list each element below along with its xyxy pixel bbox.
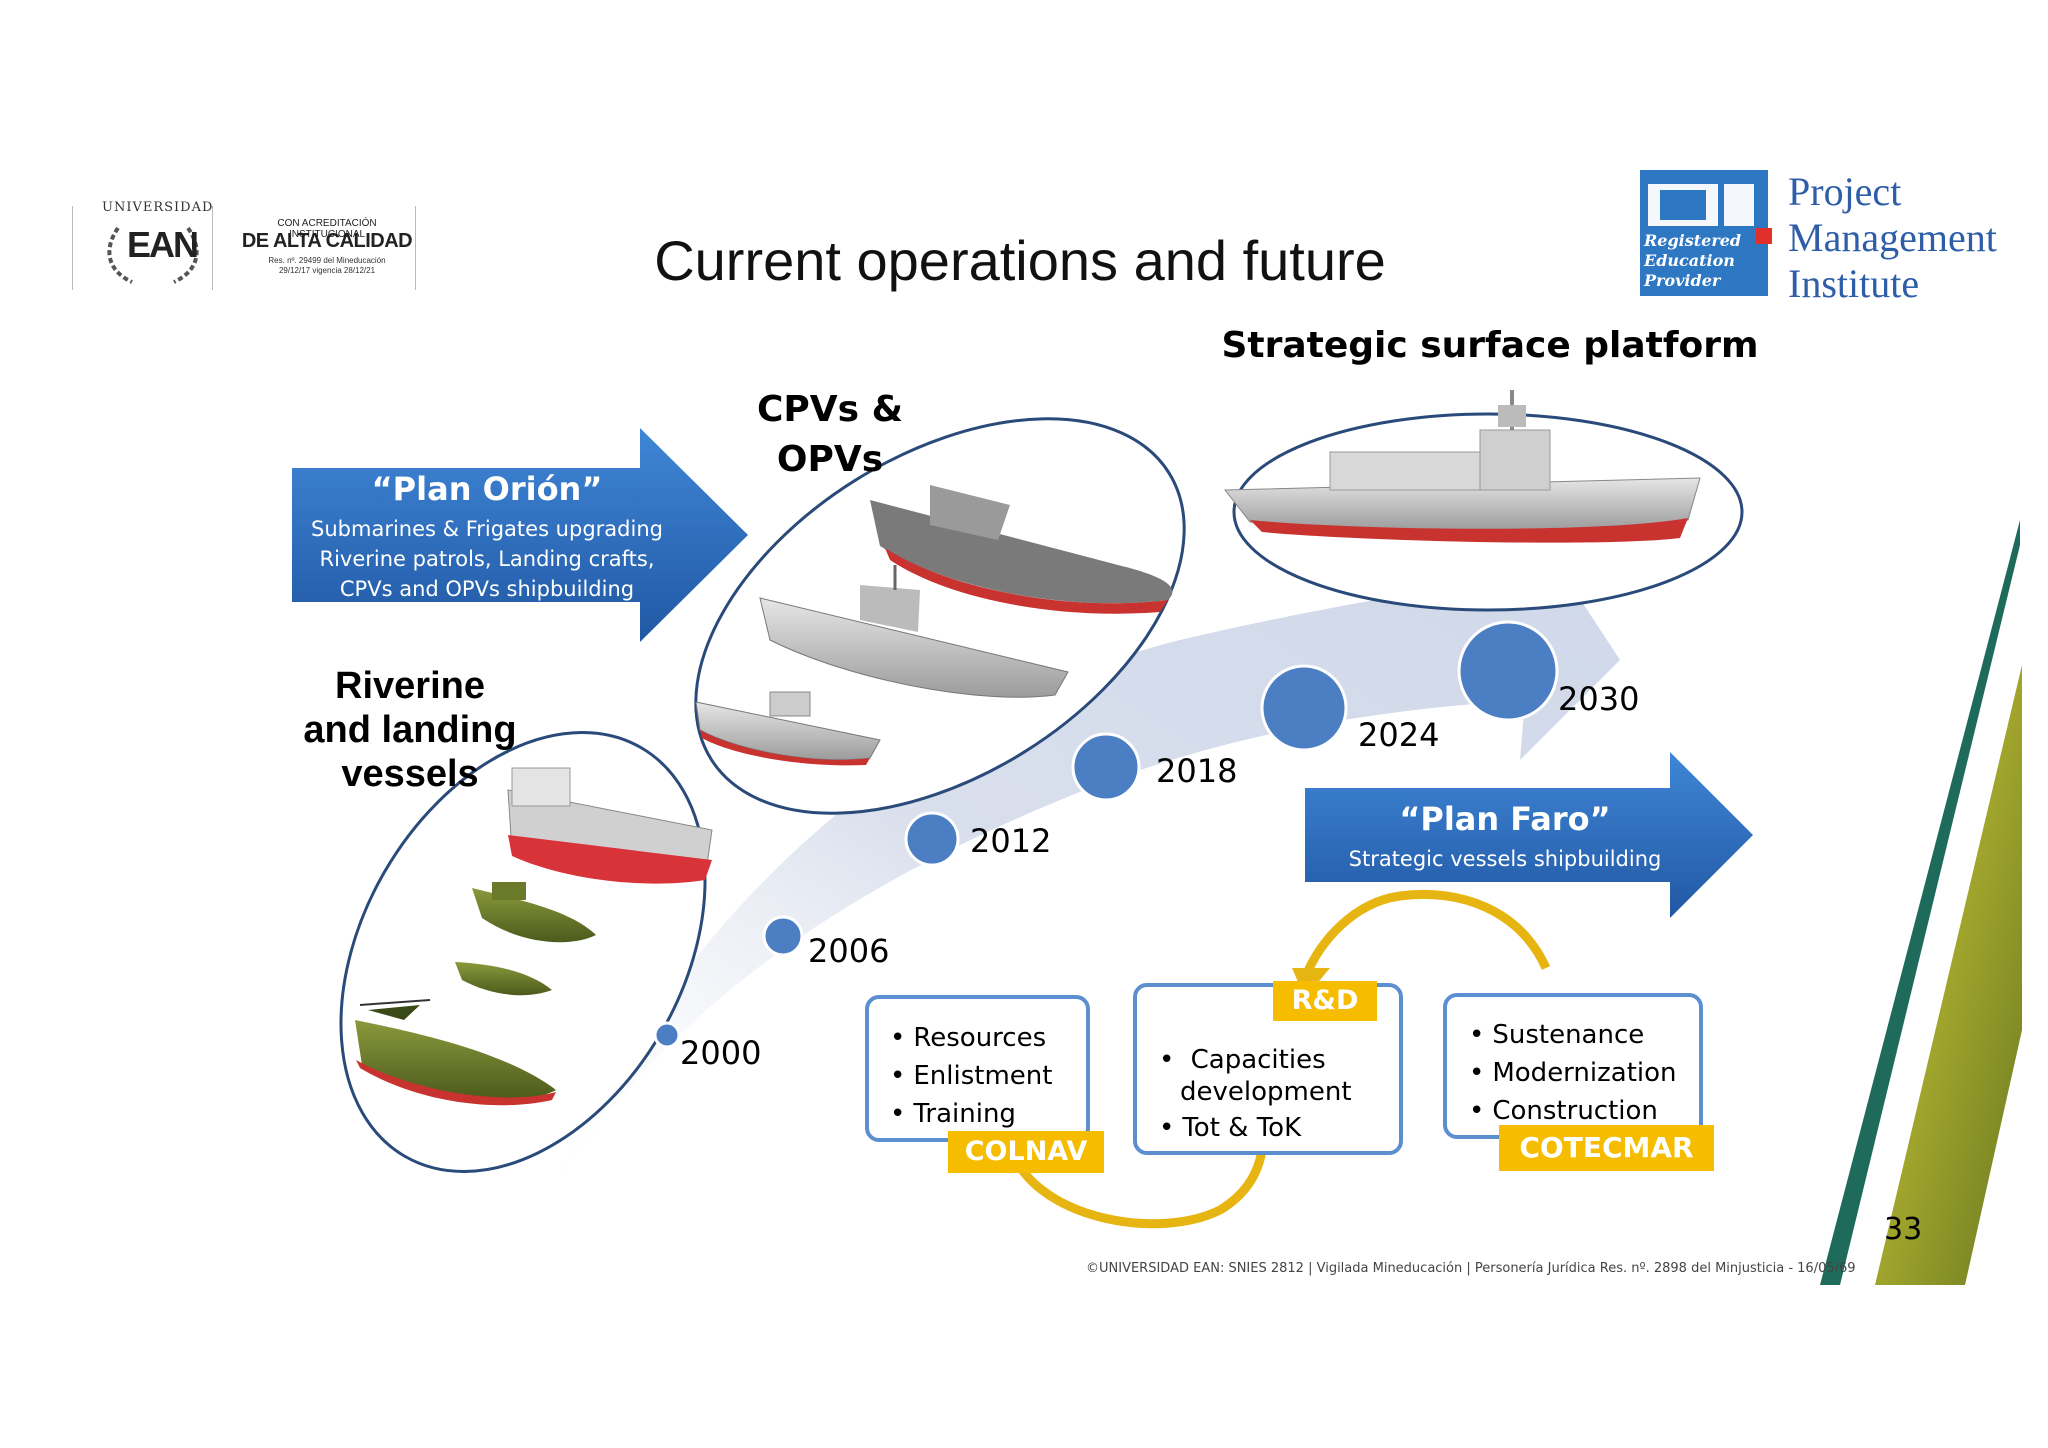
decorative-stripe-light [1848, 575, 2020, 1285]
plan-faro-text: “Plan Faro” Strategic vessels shipbuildi… [1310, 800, 1700, 874]
timeline-year-label: 2018 [1156, 752, 1238, 790]
timeline-dot-2006 [762, 915, 804, 957]
accreditation-line-3: Res. nº. 29499 del Mineducación [268, 256, 386, 265]
rd-item-line-2: development [1180, 1077, 1352, 1107]
list-item: Training [890, 1095, 1052, 1133]
riverine-line-3: vessels [341, 753, 479, 795]
ean-universidad-text: UNIVERSIDAD [102, 200, 214, 215]
top-cycle-arrow [1300, 889, 1551, 980]
logo-divider [72, 206, 73, 290]
laurel-wreath-icon [107, 226, 199, 284]
colnav-list: Resources Enlistment Training [890, 1019, 1052, 1133]
riverine-vessels-title: Riverine and landing vessels [290, 664, 530, 796]
cpvs-opvs-line-1: CPVs & [756, 389, 904, 430]
timeline-year-label: 2012 [970, 822, 1052, 860]
footer-copyright: ©UNIVERSIDAD EAN: SNIES 2812 | Vigilada … [1086, 1261, 1856, 1276]
decorative-texture [1875, 665, 2022, 1285]
logo-divider [415, 206, 416, 290]
riverine-line-1: Riverine [335, 665, 485, 707]
pmi-name-line-3: Institute [1788, 261, 1920, 306]
timeline-sweep-arrow [548, 530, 1620, 1195]
decorative-stripe-dark [1820, 520, 2020, 1285]
pmi-name-line-1: Project [1788, 169, 1902, 214]
ean-wordmark: EAN [126, 224, 199, 265]
timeline-year-label: 2024 [1358, 716, 1440, 754]
plan-orion-title: “Plan Orión” [371, 470, 603, 508]
rd-item-line-1: Capacities [1190, 1045, 1326, 1075]
cpvs-opvs-title: CPVs & OPVs [720, 385, 940, 485]
list-item: Capacities development [1159, 1044, 1352, 1108]
timeline-dot-2024 [1260, 664, 1348, 752]
strategic-platform-illustration [1223, 390, 1744, 612]
plan-orion-text: “Plan Orión” Submarines & Frigates upgra… [292, 470, 682, 604]
accreditation-line-1: CON ACREDITACIÓN INSTITUCIONAL [277, 218, 377, 240]
accreditation-details: Res. nº. 29499 del Mineducación 29/12/17… [242, 256, 412, 276]
pmi-logo: Registered Education Provider Project Ma… [1616, 168, 2016, 308]
cpvs-opvs-line-2: OPVs [776, 439, 884, 480]
pmi-mark-line-2: Education [1644, 251, 1735, 270]
riverine-line-2: and landing [303, 709, 517, 751]
timeline-year-label: 2030 [1558, 680, 1640, 718]
timeline-dot-2018 [1071, 732, 1141, 802]
cotecmar-list: Sustenance Modernization Construction [1469, 1016, 1677, 1130]
plan-orion-line-1: Submarines & Frigates upgrading [311, 517, 663, 541]
timeline-year-label: 2006 [808, 932, 890, 970]
plan-orion-arrow [292, 428, 748, 642]
plan-orion-line-2: Riverine patrols, Landing crafts, [319, 547, 655, 571]
pmi-mark-line-3: Provider [1644, 271, 1721, 290]
pmi-red-square [1756, 228, 1772, 244]
riverine-vessels-illustration [339, 731, 713, 1173]
plan-faro-arrow [1305, 752, 1753, 918]
timeline-dot-2012 [904, 811, 960, 867]
plan-faro-subtitle: Strategic vessels shipbuilding [1348, 847, 1662, 871]
plan-faro-title: “Plan Faro” [1399, 800, 1611, 838]
cpvs-opvs-illustration [694, 417, 1186, 815]
timeline-year-label: 2000 [680, 1034, 762, 1072]
bottom-cycle-arrow [1010, 1149, 1267, 1229]
logo-divider [212, 206, 213, 290]
ean-logo: UNIVERSIDAD EAN CON ACREDITACIÓN INSTITU… [72, 196, 422, 296]
list-item: Construction [1469, 1092, 1677, 1130]
pmi-logo-mark: Registered Education Provider [1640, 170, 1768, 296]
slide-title: Current operations and future [654, 229, 1386, 292]
pmi-mark-line-1: Registered [1644, 231, 1742, 250]
page-number: 33 [1884, 1212, 1923, 1247]
rd-tag: R&D [1273, 981, 1377, 1021]
cotecmar-tag: COTECMAR [1499, 1125, 1714, 1171]
list-item: Resources [890, 1019, 1052, 1057]
accreditation-line-4: 29/12/17 vigencia 28/12/21 [278, 266, 376, 275]
list-item: Sustenance [1469, 1016, 1677, 1054]
timeline-dot-2030 [1457, 620, 1559, 722]
list-item: Enlistment [890, 1057, 1052, 1095]
pmi-name-line-2: Management [1788, 215, 1997, 260]
strategic-platform-title: Strategic surface platform [1221, 325, 1759, 366]
timeline-dot-2000 [653, 1021, 681, 1049]
accreditation-line-2: DE ALTA CALIDAD [241, 230, 413, 252]
plan-orion-line-3: CPVs and OPVs shipbuilding [339, 577, 635, 601]
colnav-tag: COLNAV [948, 1131, 1104, 1173]
list-item: Tot & ToK [1159, 1112, 1352, 1144]
list-item: Modernization [1469, 1054, 1676, 1092]
rd-list: Capacities development Tot & ToK [1159, 1044, 1352, 1144]
